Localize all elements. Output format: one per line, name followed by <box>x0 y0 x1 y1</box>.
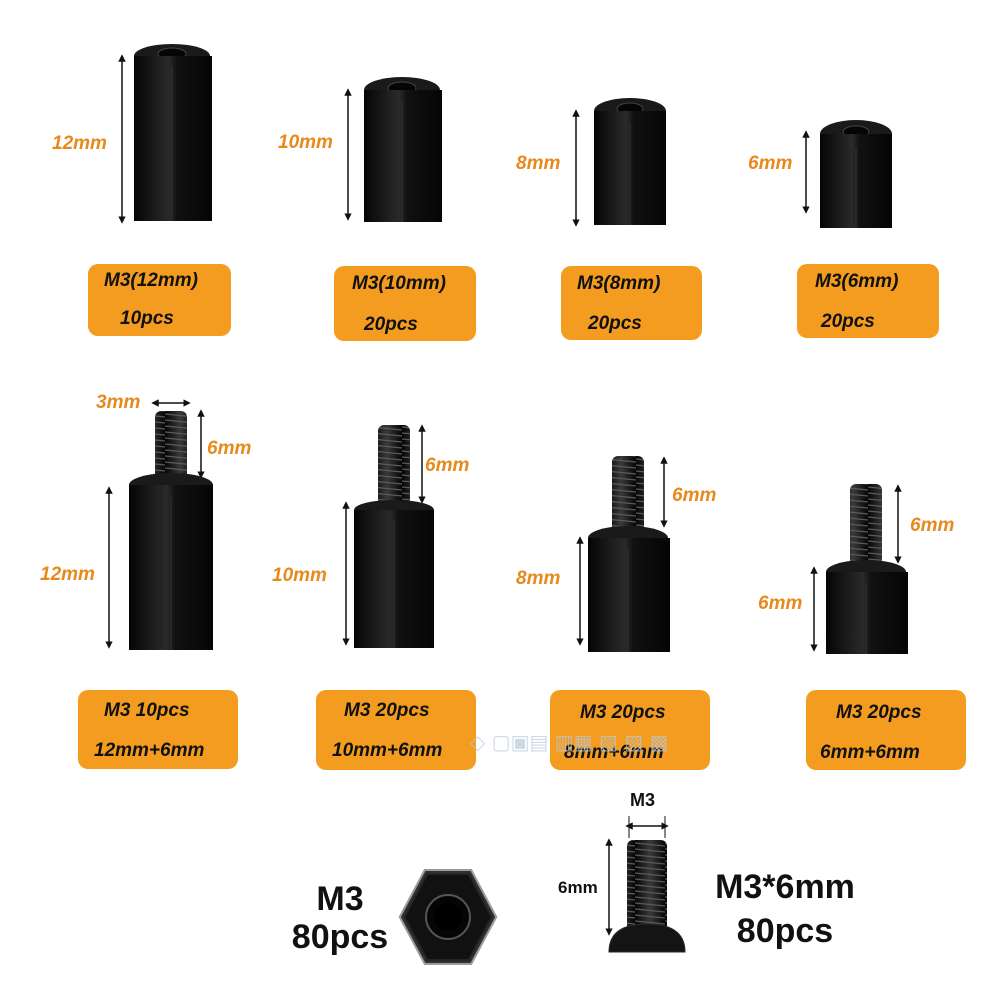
male-standoff-10mm-body-label: 10mm <box>272 565 327 586</box>
standoff-8mm-qty: 20pcs <box>588 313 642 334</box>
male-standoff-8mm-body-label: 8mm <box>516 568 561 589</box>
standoff-6mm-image <box>802 120 892 228</box>
standoff-8mm-length-label: 8mm <box>516 153 561 174</box>
standoff-12mm-length-label: 12mm <box>52 133 107 154</box>
male-standoff-6mm-size: 6mm+6mm <box>820 742 920 763</box>
standoff-6mm-tag: M3(6mm) 20pcs <box>797 264 939 338</box>
male-standoff-6mm-spec: M3 20pcs <box>836 702 922 723</box>
standoff-8mm-tag: M3(8mm) 20pcs <box>561 266 702 340</box>
male-standoff-8mm-tag: M3 20pcs 8mm+6mm <box>550 690 710 770</box>
male-standoff-12mm-spec: M3 10pcs <box>104 700 190 721</box>
male-standoff-6mm-thread-label: 6mm <box>910 515 955 536</box>
screw-length-label: 6mm <box>558 878 598 897</box>
male-standoff-10mm-size: 10mm+6mm <box>332 740 443 761</box>
male-standoff-12mm-size: 12mm+6mm <box>94 740 205 761</box>
standoff-8mm-spec: M3(8mm) <box>577 273 661 294</box>
standoff-12mm-qty: 10pcs <box>120 308 174 329</box>
male-standoff-8mm-image <box>576 456 670 652</box>
male-standoff-12mm-body-label: 12mm <box>40 564 95 585</box>
standoff-10mm-qty: 20pcs <box>364 314 418 335</box>
male-standoff-10mm-thread-label: 6mm <box>425 455 470 476</box>
screw-image <box>605 816 686 953</box>
screw-qty: 80pcs <box>736 912 834 950</box>
nut-qty: 80pcs <box>291 918 389 956</box>
standoff-10mm-spec: M3(10mm) <box>352 273 446 294</box>
standoff-12mm-image <box>118 44 212 224</box>
male-standoff-12mm-diameter-label: 3mm <box>96 392 141 413</box>
male-standoff-12mm-image <box>105 399 213 650</box>
standoff-6mm-length-label: 6mm <box>748 153 793 174</box>
standoff-12mm-spec: M3(12mm) <box>104 270 198 291</box>
male-standoff-12mm-thread-label: 6mm <box>207 438 252 459</box>
hex-nut-image <box>398 869 498 965</box>
standoff-6mm-spec: M3(6mm) <box>815 271 899 292</box>
standoff-10mm-length-label: 10mm <box>278 132 333 153</box>
male-standoff-6mm-tag: M3 20pcs 6mm+6mm <box>806 690 966 770</box>
nut-label: M3 80pcs <box>280 880 400 956</box>
standoff-12mm-tag: M3(12mm) 10pcs <box>88 264 231 336</box>
male-standoff-10mm-spec: M3 20pcs <box>344 700 430 721</box>
nut-spec: M3 <box>316 880 364 918</box>
male-standoff-6mm-image <box>810 484 908 654</box>
male-standoff-10mm-image <box>342 424 434 648</box>
standoff-10mm-tag: M3(10mm) 20pcs <box>334 266 476 341</box>
screw-diameter-label: M3 <box>630 790 656 810</box>
male-standoff-6mm-body-label: 6mm <box>758 593 803 614</box>
male-standoff-8mm-size: 8mm+6mm <box>564 742 664 763</box>
standoff-10mm-image <box>344 77 442 222</box>
male-standoff-8mm-thread-label: 6mm <box>672 485 717 506</box>
male-standoff-8mm-spec: M3 20pcs <box>580 702 666 723</box>
screw-label: M3*6mm 80pcs <box>690 868 880 950</box>
male-standoff-10mm-tag: M3 20pcs 10mm+6mm <box>316 690 476 770</box>
watermark: ◇ ▢▣▤ ▥▦ ▧ ▨ ▩ <box>470 730 669 754</box>
standoff-6mm-qty: 20pcs <box>821 311 875 332</box>
standoff-8mm-image <box>572 98 666 227</box>
male-standoff-12mm-tag: M3 10pcs 12mm+6mm <box>78 690 238 769</box>
screw-spec: M3*6mm <box>715 868 855 906</box>
